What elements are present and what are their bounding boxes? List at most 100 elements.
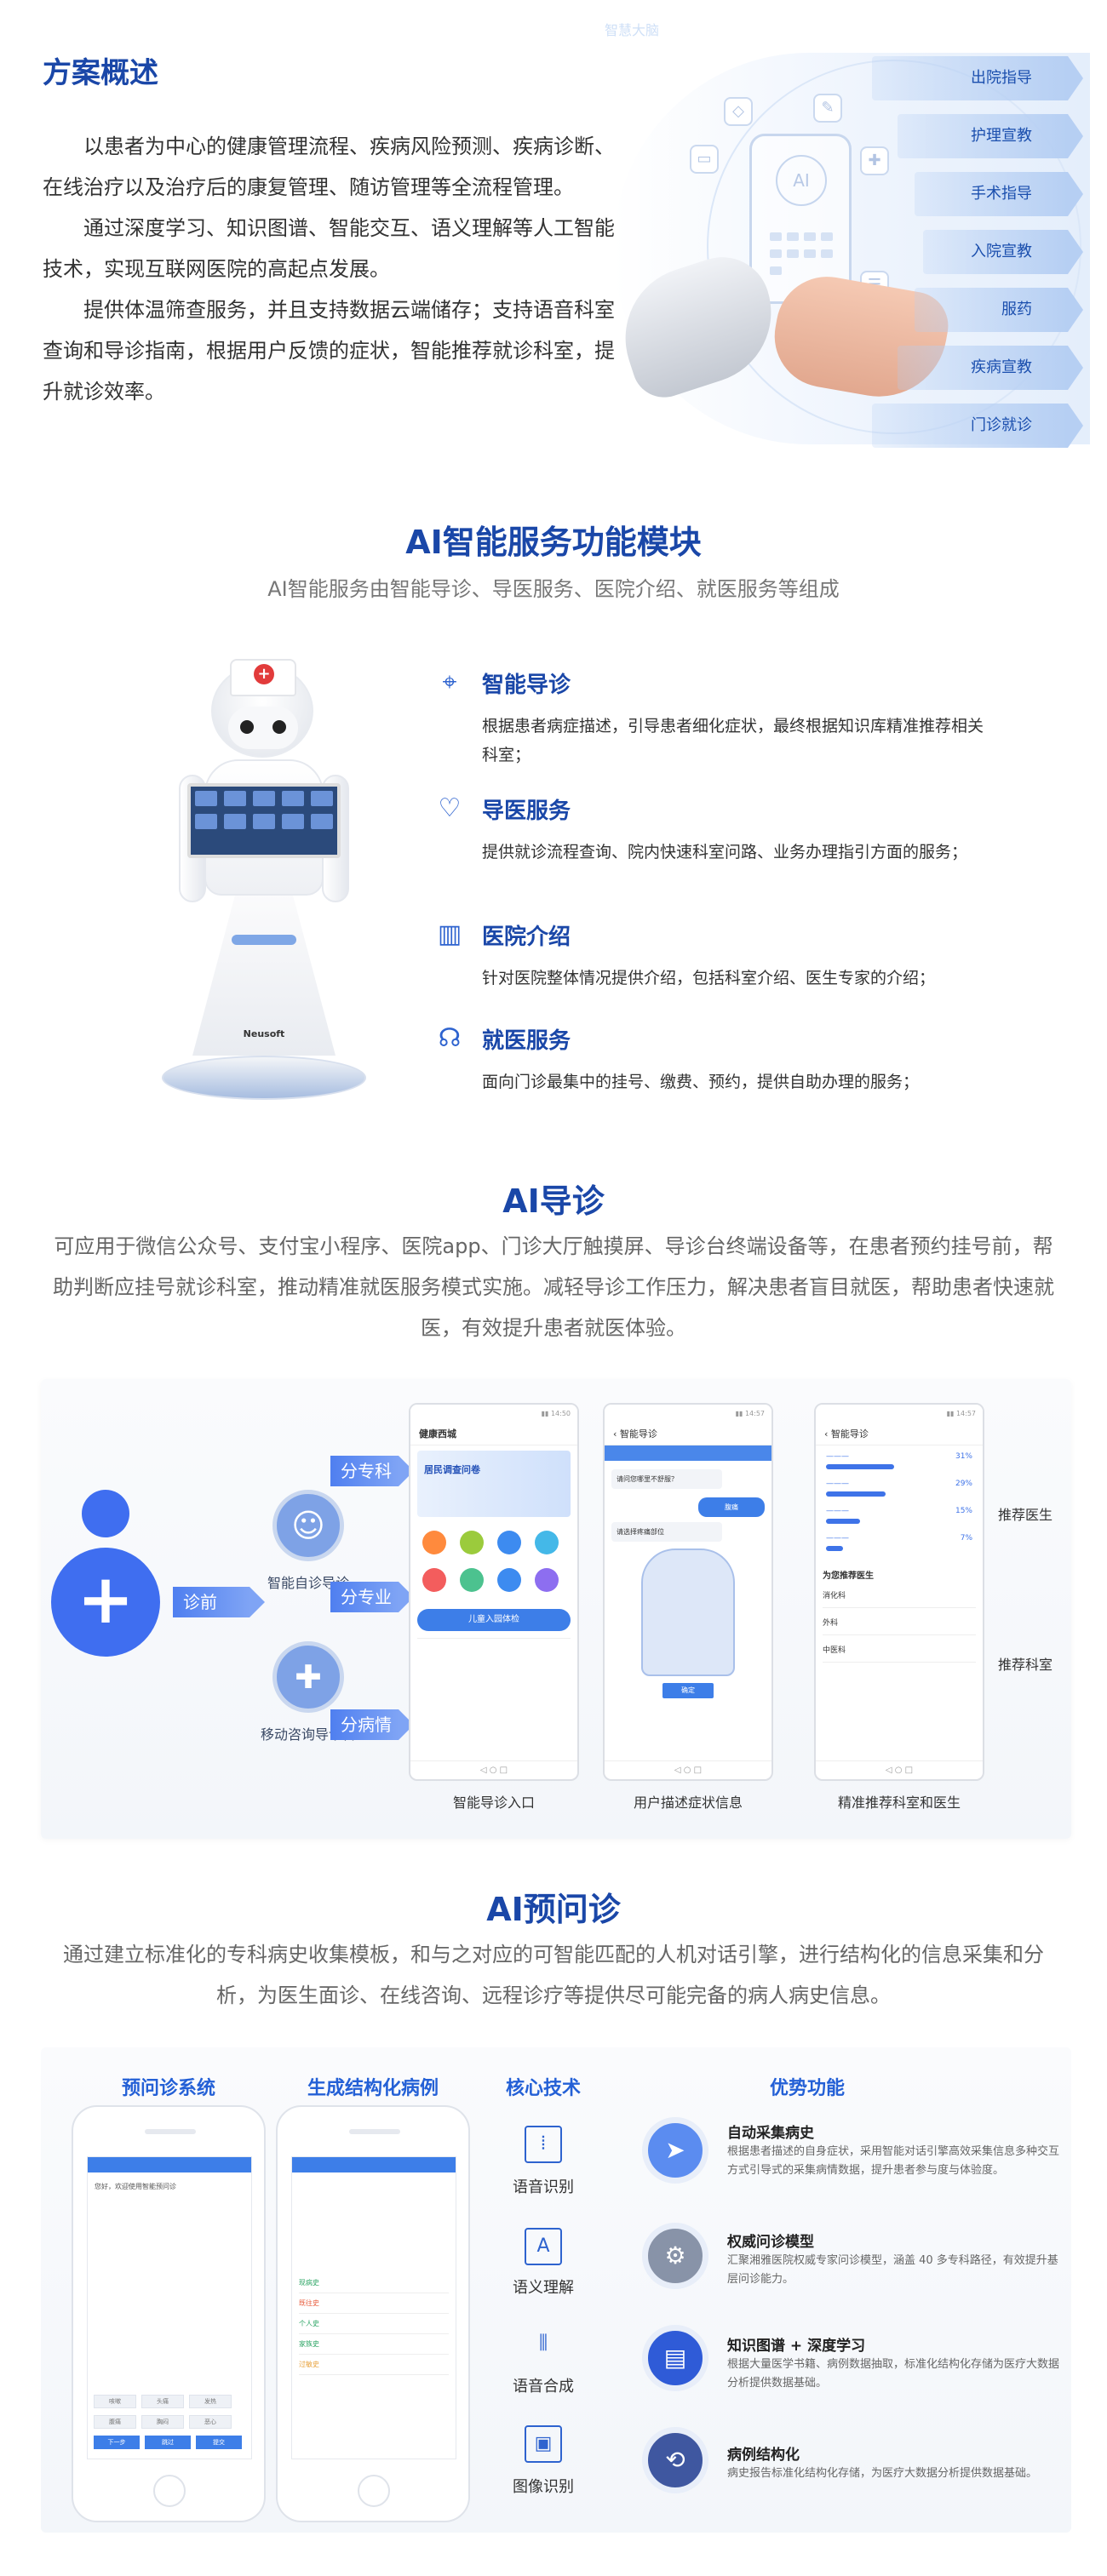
building-icon: ▥	[437, 919, 462, 949]
arrow-major: 分专业	[330, 1582, 414, 1612]
nav-bar[interactable]: ◁ ○ □	[605, 1760, 771, 1779]
record-row: 过敏史	[299, 2355, 449, 2375]
checkup-cta[interactable]: 儿童入园体检	[417, 1609, 571, 1631]
hand-heart-icon: ♡	[438, 793, 462, 823]
advantage-desc: 汇聚湘雅医院权威专家问诊模型，涵盖 40 多专科路径，有效提升基层问诊能力。	[727, 2254, 1058, 2286]
feature-desc: 根据患者病症描述，引导患者细化症状，最终根据知识库精准推荐相关科室；	[482, 717, 984, 764]
skip-button[interactable]: 跳过	[145, 2436, 191, 2449]
record-rows: 现病史 既往史 个人史 家族史 过敏史	[299, 2273, 449, 2375]
advantage-desc: 病史报告标准化结构化存储，为医疗大数据分析提供数据基础。	[727, 2467, 1038, 2480]
image-scan-icon: ▣	[525, 2425, 562, 2463]
grid-icon[interactable]	[422, 1531, 446, 1554]
tech-label: 语音合成	[513, 2378, 574, 2396]
robot-image: Neusoft	[153, 659, 375, 1107]
confirm-button[interactable]: 确定	[662, 1683, 714, 1698]
overview-visual: ◇ ✎ ✚ ▭ ☰ AI 出院指导 护理宣教 手术指导 入院宣教 服药 疾病宣教…	[596, 53, 1090, 448]
ai-guide-title: AI导诊	[502, 1182, 605, 1220]
module-subtitle: AI智能服务由智能导诊、导医服务、医院介绍、就医服务等组成	[267, 577, 840, 601]
waveform-icon: ⫼	[538, 2333, 548, 2354]
chip[interactable]: 腹痛	[94, 2415, 136, 2429]
back-icon[interactable]: ‹	[613, 1428, 620, 1440]
news-list	[417, 1638, 571, 1692]
advantage-title: 自动采集病史	[727, 2125, 814, 2142]
record-row: 个人史	[299, 2314, 449, 2334]
overview-paragraph: 提供体温筛查服务，并且支持数据云端储存；支持语音科室查询和导诊指南，根据用户反馈…	[43, 298, 615, 404]
kiosk-label: 智能自诊导诊	[267, 1575, 349, 1591]
module-title: AI智能服务功能模块	[405, 524, 702, 561]
caption-entry: 智能导诊入口	[452, 1795, 535, 1811]
pill-nursing[interactable]: 护理宣教	[898, 114, 1083, 158]
pre-diagnosis-arrow: 诊前	[173, 1587, 265, 1617]
tech-label: 语义理解	[513, 2279, 574, 2297]
col-head-advantage: 优势功能	[769, 2078, 845, 2099]
home-button[interactable]	[358, 2475, 390, 2507]
pre-consult-desc: 通过建立标准化的专科病史收集模板，和与之对应的可智能匹配的人机对话引擎，进行结构…	[63, 1943, 1044, 2007]
record-phone: 现病史 既往史 个人史 家族史 过敏史	[276, 2105, 470, 2522]
grid-icon[interactable]	[497, 1531, 521, 1554]
chip[interactable]: 头痛	[141, 2395, 184, 2408]
pill-admission[interactable]: 入院宣教	[923, 230, 1083, 274]
advantage-title: 权威问诊模型	[727, 2234, 814, 2251]
mobile-desk-icon: ✚	[272, 1641, 344, 1713]
voice-scan-icon: ⦙	[525, 2126, 562, 2163]
next-button[interactable]: 下一步	[94, 2436, 140, 2449]
grid-icon[interactable]	[535, 1568, 559, 1592]
record-row: 既往史	[299, 2293, 449, 2314]
plus-icon: +	[51, 1548, 160, 1657]
feature-title: 导医服务	[482, 799, 571, 824]
phone-title: 智能导诊	[619, 1428, 657, 1440]
pre-consult-panel: 预问诊系统 生成结构化病例 核心技术 优势功能 您好，欢迎使用智能预问诊 咳嗽头…	[41, 2047, 1071, 2533]
robot-brand: Neusoft	[243, 1028, 285, 1039]
robot-base	[162, 1056, 366, 1100]
gear-icon: ⚙	[642, 2223, 708, 2289]
chip[interactable]: 恶心	[189, 2415, 232, 2429]
grid-icon[interactable]	[422, 1568, 446, 1592]
robot-belt	[232, 935, 296, 945]
phone-dots	[767, 230, 835, 281]
back-icon[interactable]: ‹	[824, 1428, 831, 1440]
advantage-desc: 根据大量医学书籍、病例数据抽取，标准化结构化存储为医疗大数据分析提供数据基础。	[727, 2358, 1060, 2390]
kiosk-person-icon: ☺	[272, 1490, 344, 1561]
nav-bar[interactable]: ◁ ○ □	[410, 1760, 577, 1779]
robot-face	[228, 707, 298, 749]
pen-icon: ✎	[813, 94, 842, 123]
phone-entry: ▮▮ 14:50 健康西城 居民调查问卷 儿童入园体检 ◁ ○ □	[409, 1403, 579, 1781]
advantage-desc: 根据患者描述的自身症状，采用智能对话引擎高效采集信息多种交互方式引导式的采集病情…	[727, 2145, 1060, 2177]
caption-symptom: 用户描述症状信息	[633, 1795, 743, 1811]
nurse-hat	[230, 659, 296, 696]
survey-banner[interactable]: 居民调查问卷	[417, 1451, 571, 1517]
pill-icon: ✚	[860, 146, 889, 175]
dept-item[interactable]: 消化科	[823, 1589, 976, 1608]
grid-icon[interactable]	[497, 1568, 521, 1592]
feature-title: 医院介绍	[482, 924, 571, 950]
pill-discharge[interactable]: 出院指导	[872, 56, 1083, 100]
pill-medication[interactable]: 服药	[915, 288, 1083, 332]
semantic-icon: A	[525, 2228, 562, 2265]
overview-text: 以患者为中心的健康管理流程、疾病风险预测、疾病诊断、在线治疗以及治疗后的康复管理…	[43, 126, 622, 412]
nav-bar[interactable]: ◁ ○ □	[816, 1760, 983, 1779]
dept-item[interactable]: 外科	[823, 1617, 976, 1635]
phone-symptom: ▮▮ 14:57 ‹ 智能导诊 请问您哪里不舒服？ 腹痛 请选择疼痛部位 确定 …	[603, 1403, 773, 1781]
chip[interactable]: 发热	[189, 2395, 232, 2408]
home-button[interactable]	[153, 2475, 186, 2507]
chip[interactable]: 咳嗽	[94, 2395, 136, 2408]
advantage-title: 病例结构化	[727, 2447, 800, 2464]
pill-surgery[interactable]: 手术指导	[915, 172, 1083, 216]
shield-icon: ◇	[724, 97, 753, 126]
pill-outpatient[interactable]: 门诊就诊	[872, 404, 1083, 448]
book-icon: ▤	[642, 2325, 708, 2391]
chip[interactable]: 胸闷	[141, 2415, 184, 2429]
col-head-tech: 核心技术	[505, 2078, 581, 2099]
chat-message: 您好，欢迎使用智能预问诊	[95, 2183, 176, 2190]
body-map[interactable]	[641, 1548, 735, 1676]
feature-title: 智能导诊	[482, 673, 571, 698]
overview-title: 方案概述	[43, 56, 158, 90]
tech-label: 图像识别	[513, 2478, 574, 2496]
submit-button[interactable]: 提交	[196, 2436, 242, 2449]
grid-icon[interactable]	[535, 1531, 559, 1554]
dept-item[interactable]: 中医科	[823, 1644, 976, 1663]
location-pin-icon: ⌖	[442, 667, 457, 697]
grid-icon[interactable]	[460, 1568, 484, 1592]
grid-icon[interactable]	[460, 1531, 484, 1554]
pill-disease[interactable]: 疾病宣教	[898, 346, 1083, 390]
